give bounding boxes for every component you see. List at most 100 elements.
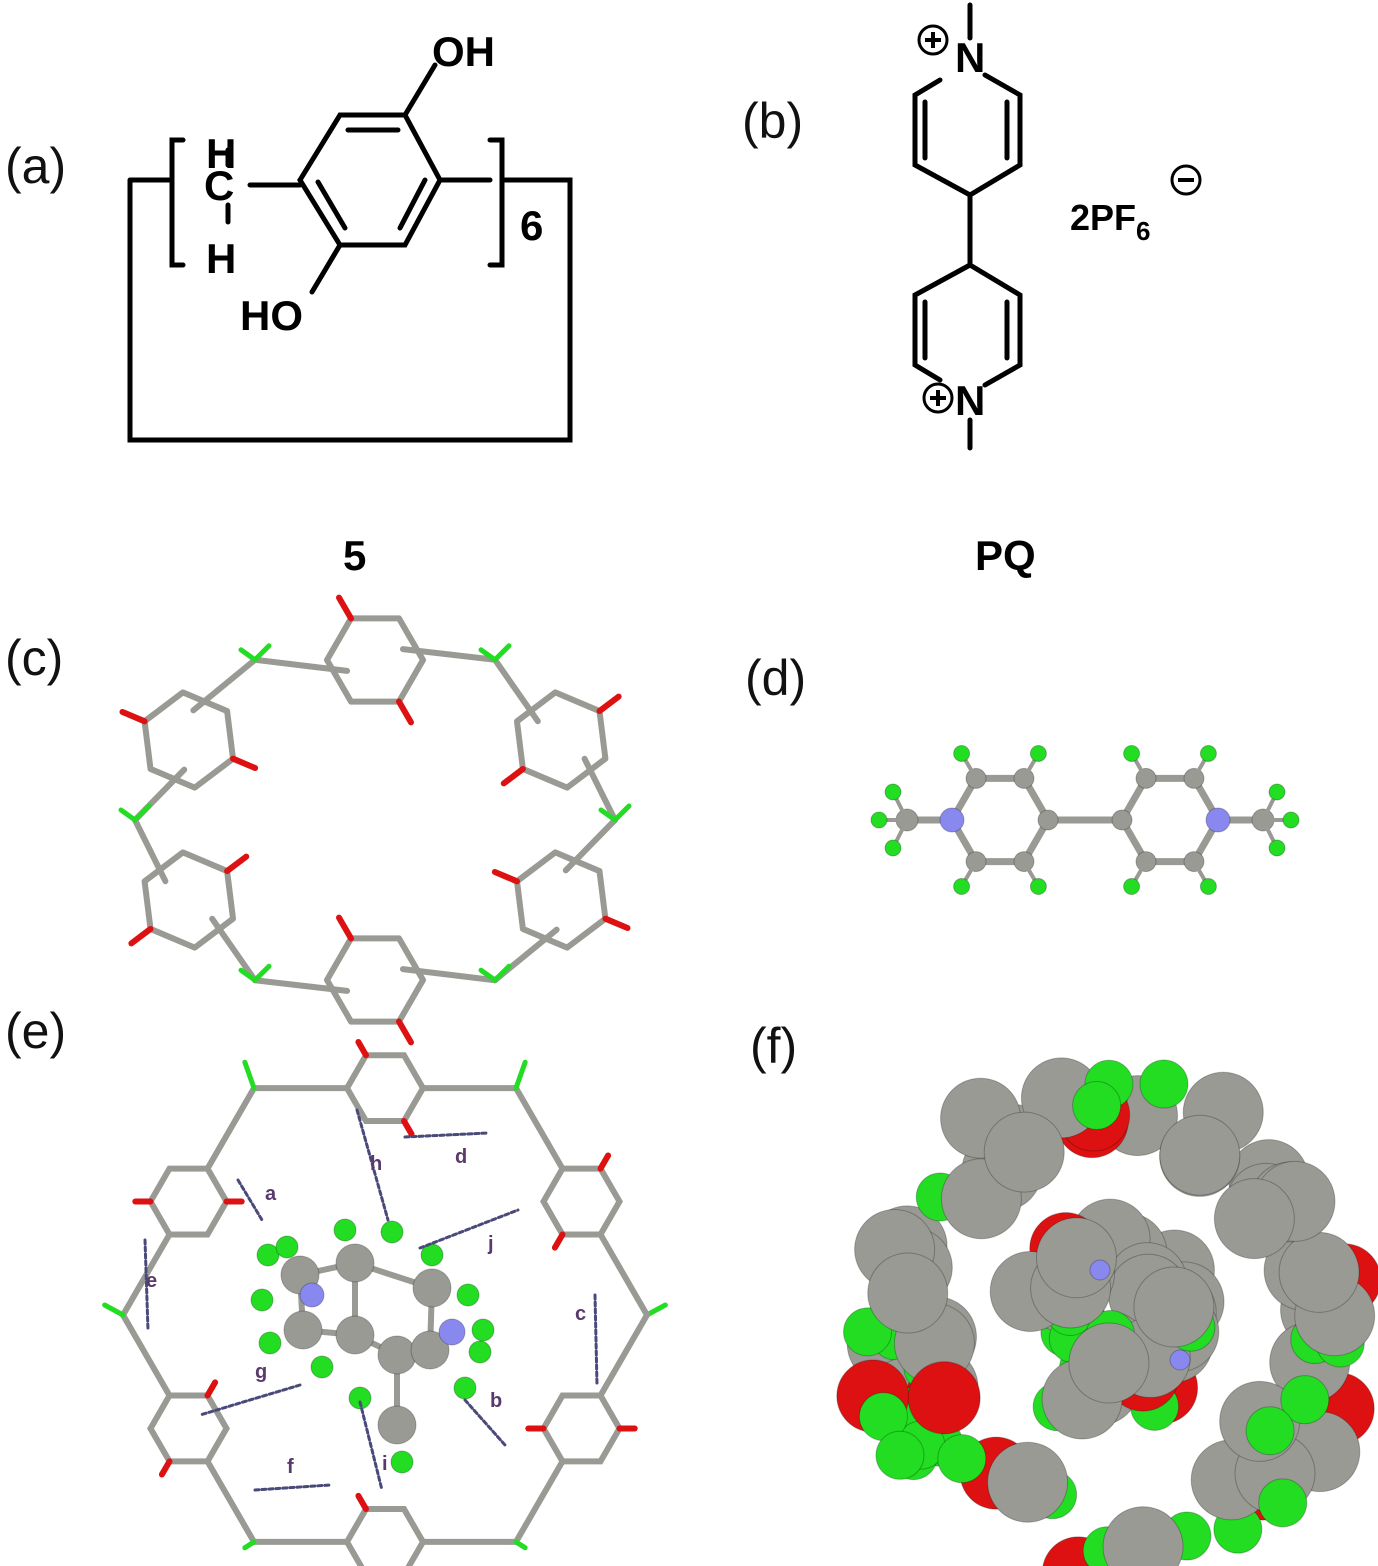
carbon-sphere	[1278, 1231, 1360, 1313]
panel-label-b: (b)	[742, 93, 803, 149]
carbon-sphere	[983, 1111, 1065, 1193]
hydroxyl-top: OH	[432, 28, 495, 75]
ch2-bonds	[225, 147, 303, 225]
oxygen-sphere	[907, 1361, 981, 1435]
carbon-sphere	[1213, 1178, 1295, 1260]
benzene-ring	[513, 849, 609, 951]
methylene-bond	[492, 656, 541, 725]
atom-h: H	[206, 235, 236, 282]
carbon-sphere	[1159, 1114, 1241, 1196]
benzene-ring	[147, 1392, 230, 1465]
contact-label-b: b	[490, 1390, 502, 1412]
left-bracket	[169, 137, 186, 268]
hydrogen-bond-contact	[236, 1178, 264, 1222]
hydrogen	[242, 1539, 257, 1551]
contact-label-c: c	[575, 1303, 586, 1325]
crystal-structure-pq	[870, 744, 1300, 896]
carbon-sphere	[867, 1252, 949, 1334]
methylene-bond	[209, 915, 258, 984]
hydrogen-sphere	[937, 1434, 987, 1484]
carbon-atom	[412, 1268, 452, 1308]
hydrogen	[492, 963, 512, 983]
hydrogen-bond-contact	[358, 1400, 384, 1492]
hydrogen-atom	[453, 1376, 477, 1400]
hydroxyl-o	[491, 868, 520, 885]
hydrogen	[238, 647, 258, 663]
contact-label-d: d	[455, 1146, 467, 1168]
macrocycle-box	[127, 177, 573, 443]
contact-label-e: e	[146, 1270, 157, 1292]
hydrogen	[238, 967, 258, 983]
hydroxyl-o	[224, 853, 250, 875]
contact-label-f: f	[287, 1456, 294, 1478]
benzene-ring	[297, 112, 443, 248]
hydrogen-bond-contact	[593, 1293, 599, 1387]
hydrogen-atom	[1282, 811, 1300, 829]
hydrogen	[252, 963, 272, 983]
right-bracket	[487, 137, 505, 268]
hydrogen-bond-contact	[143, 1238, 150, 1332]
hydroxyl-o	[355, 1039, 369, 1059]
carbon-atom	[1037, 809, 1059, 831]
carbon-atom	[335, 1243, 375, 1283]
benzene-ring	[343, 1505, 427, 1566]
hydrogen-sphere	[1245, 1406, 1295, 1456]
hydrogen-atom	[1268, 839, 1286, 857]
hydrogen-bond-contact	[403, 1131, 490, 1139]
benzene-ring	[324, 935, 426, 1025]
hydrogen-atom	[333, 1218, 357, 1242]
carbon-atom	[283, 1310, 323, 1350]
hydroxyl-o	[119, 708, 148, 725]
host-guest-complex-spacefill	[836, 1057, 1378, 1566]
plus-charge-icon	[917, 24, 949, 56]
hydrogen	[513, 1059, 528, 1091]
carbon-atom	[335, 1315, 375, 1355]
ring-double-bonds	[315, 127, 428, 231]
hydrogen-atom	[348, 1386, 372, 1410]
hydrogen-bond-contact	[253, 1483, 332, 1492]
benzene-ring	[324, 615, 426, 705]
hydrogen-sphere	[875, 1430, 925, 1480]
contact-label-j: j	[487, 1233, 494, 1255]
hydrogen-atom	[468, 1340, 492, 1364]
hydrogen-atom	[953, 744, 971, 762]
hydrogen	[598, 807, 618, 823]
pillararene-structure: H C H OH HO 6	[127, 28, 573, 443]
hydroxyl-o	[336, 914, 354, 942]
hydrogen-atom	[1123, 744, 1141, 762]
paraquat-structure: N N 2PF6	[912, 2, 1202, 451]
methylene-bond	[562, 817, 618, 874]
methylene-bond	[252, 656, 351, 674]
hydrogen	[102, 1302, 126, 1318]
nitrogen-atom	[438, 1318, 466, 1346]
hydrogen	[478, 647, 498, 663]
hydroxyl-o	[396, 1018, 414, 1046]
crystal-structure-5	[118, 594, 632, 1046]
atom-n-top: N	[955, 34, 985, 81]
counterion: 2PF6	[1070, 197, 1151, 246]
minus-charge-icon	[1170, 164, 1202, 196]
hydroxyl-o	[230, 755, 259, 772]
benzene-ring	[540, 1165, 623, 1238]
nitrogen-sphere	[1169, 1349, 1191, 1371]
nitrogen-atom	[939, 807, 965, 833]
hydrogen-atom	[870, 811, 888, 829]
hydrogen-atom	[250, 1288, 274, 1312]
hydroxyl-o	[597, 1152, 612, 1172]
contact-label-i: i	[382, 1453, 388, 1475]
carbon-sphere	[1102, 1506, 1184, 1566]
hydrogen-atom	[310, 1355, 334, 1379]
hydrogen-bond-contact	[463, 1398, 507, 1447]
methylene-bond	[399, 646, 498, 663]
methylene-bond	[132, 817, 169, 885]
nitrogen-atom	[1205, 807, 1231, 833]
panel-label-c: (c)	[5, 630, 63, 686]
hydrogen-atom	[1029, 744, 1047, 762]
carbon-atom	[377, 1335, 417, 1375]
nitrogen-atom	[299, 1282, 325, 1308]
hydrogen-atom	[380, 1220, 404, 1244]
panel-label-f: (f)	[750, 1018, 797, 1074]
hydroxyl-o	[396, 698, 414, 726]
